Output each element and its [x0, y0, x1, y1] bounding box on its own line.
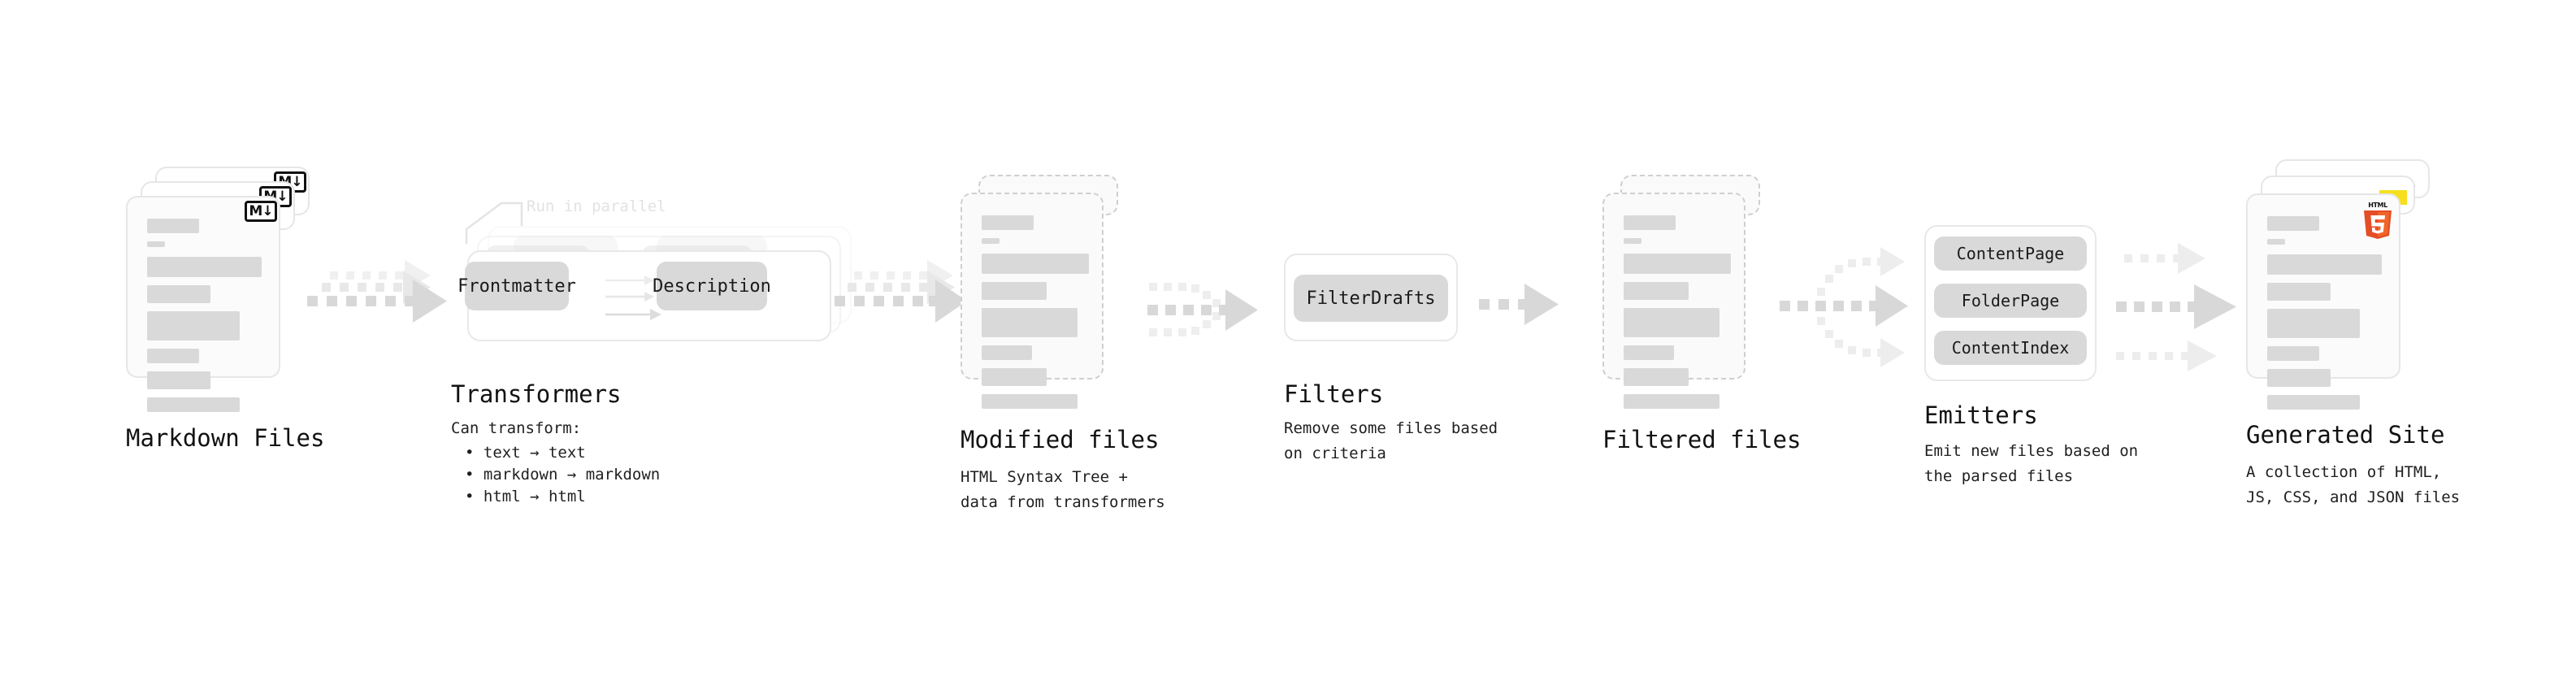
transformers-title: Transformers — [451, 380, 622, 408]
arrow-modified-to-filters — [1147, 283, 1258, 336]
arrow-markdown-to-transformers — [307, 260, 447, 323]
run-in-parallel-label: Run in parallel — [527, 197, 666, 215]
filters-chip-filterdrafts[interactable]: FilterDrafts — [1294, 275, 1448, 322]
modified-files-subtitle: HTML Syntax Tree + data from transformer… — [961, 468, 1165, 511]
modified-files-title: Modified files — [961, 426, 1160, 453]
modified-card-front — [961, 193, 1104, 409]
transformers-bullet-2: • markdown → markdown — [465, 466, 661, 484]
emitters-subtitle: Emit new files based on the parsed files — [1924, 442, 2139, 485]
transformers-internal-arrows — [605, 275, 661, 320]
transformers-chip-frontmatter[interactable]: Frontmatter — [458, 262, 576, 310]
filtered-content-lines — [1604, 194, 1744, 409]
emitters-chip-contentpage[interactable]: ContentPage — [1934, 236, 2087, 271]
markdown-content-lines — [128, 197, 279, 412]
parallel-bracket-icon — [465, 202, 523, 244]
modified-content-lines — [962, 194, 1102, 409]
emitters-chip-folderpage[interactable]: FolderPage — [1934, 284, 2087, 318]
emitters-chip-contentindex[interactable]: ContentIndex — [1934, 331, 2087, 365]
generated-site-subtitle: A collection of HTML, JS, CSS, and JSON … — [2246, 463, 2461, 506]
filtered-card-front — [1602, 193, 1746, 409]
filters-subtitle: Remove some files based on criteria — [1284, 419, 1498, 462]
transformers-bullet-3: • html → html — [465, 488, 586, 505]
filters-title: Filters — [1284, 380, 1384, 408]
arrow-filters-to-filtered — [1479, 284, 1559, 325]
transformers-subtitle: Can transform: — [451, 419, 582, 437]
transformers-bullet-1: • text → text — [465, 444, 586, 462]
markdown-files-title: Markdown Files — [126, 424, 325, 452]
markdown-card-front — [126, 196, 280, 412]
markdown-badge-icon-front: M↓ — [245, 201, 277, 222]
arrow-filtered-to-emitters — [1780, 247, 1908, 367]
emitters-title: Emitters — [1924, 401, 2038, 429]
html5-badge-icon: HTML — [2364, 202, 2392, 239]
site-card-html — [2246, 193, 2400, 410]
transformers-chip-description[interactable]: Description — [653, 262, 771, 310]
filtered-files-title: Filtered files — [1602, 426, 1802, 453]
arrow-emitters-to-site — [2116, 243, 2236, 371]
site-content-lines — [2248, 195, 2399, 410]
generated-site-title: Generated Site — [2246, 421, 2445, 449]
arrow-transformers-to-modified — [835, 260, 967, 323]
svg-text:HTML: HTML — [2368, 202, 2387, 209]
